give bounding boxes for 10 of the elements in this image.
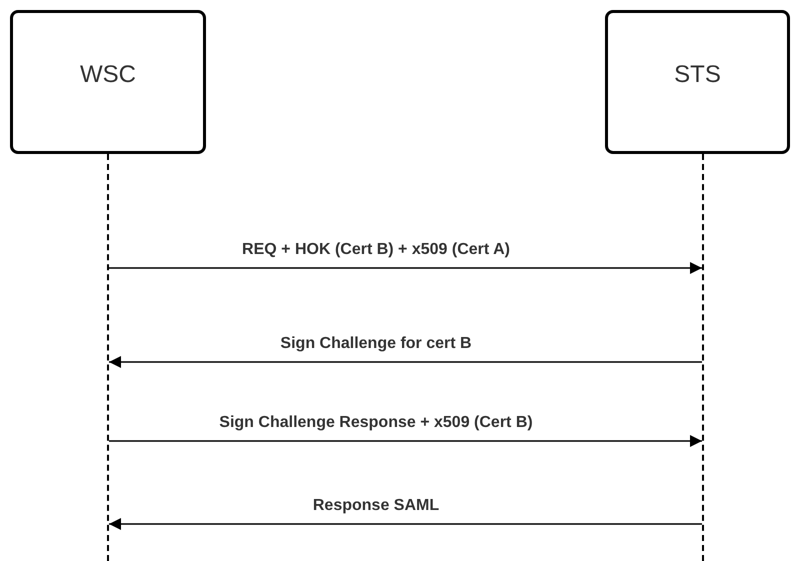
lifeline (702, 154, 704, 561)
message-arrow (109, 262, 702, 274)
participant-box (10, 10, 206, 154)
lifeline (107, 154, 109, 561)
participant-box (605, 10, 790, 154)
message-arrow (109, 356, 702, 368)
participant-name: WSC (80, 60, 136, 90)
message-arrow (109, 435, 702, 447)
participant-name: STS (674, 60, 721, 90)
message-arrow (109, 518, 702, 530)
